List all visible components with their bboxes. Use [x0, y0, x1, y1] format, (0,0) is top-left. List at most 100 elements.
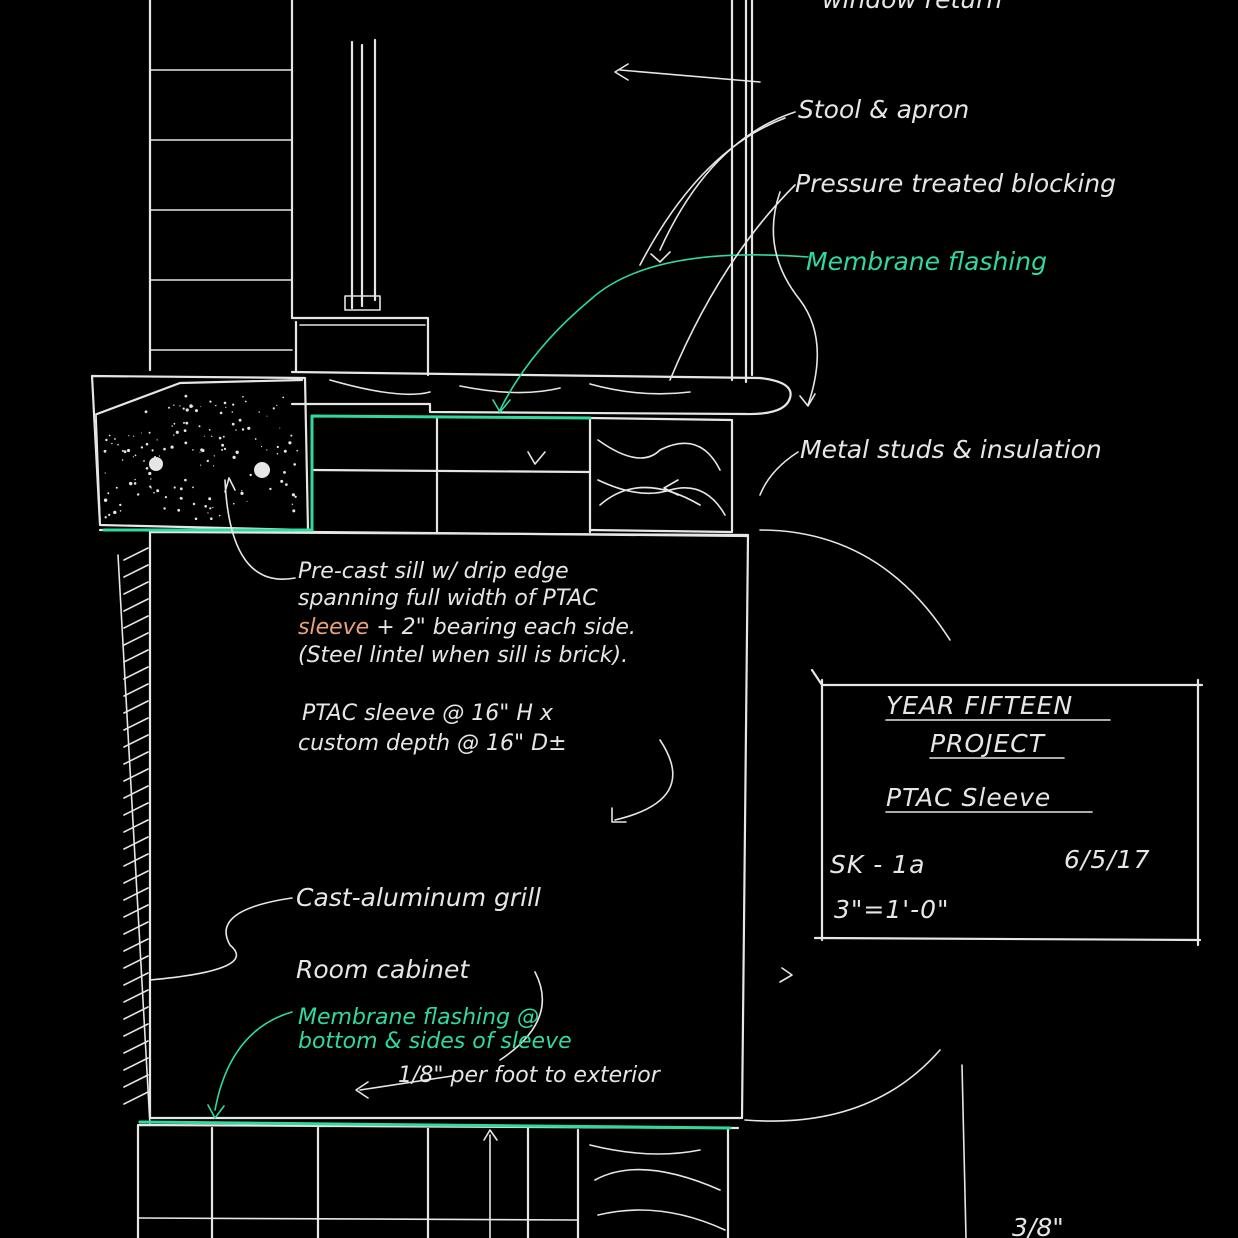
aggregate-dot — [148, 431, 151, 434]
aggregate-dot — [150, 478, 152, 480]
aggregate-dot — [219, 411, 223, 415]
title-date: 6/5/17 — [1064, 845, 1150, 874]
label-precast-line4: (Steel lintel when sill is brick). — [298, 643, 628, 668]
title-project-line2: PROJECT — [930, 729, 1046, 758]
grill-tooth — [123, 717, 149, 731]
aggregate-dot — [212, 506, 214, 509]
aggregate-dot — [249, 473, 252, 477]
aggregate-dot — [209, 507, 212, 510]
grill-tooth — [123, 1057, 149, 1071]
aggregate-dot — [200, 449, 204, 452]
aggregate-dot — [194, 517, 198, 521]
aggregate-dot — [233, 502, 235, 505]
aggregate-dot — [223, 447, 227, 450]
aggregate-dot — [177, 508, 181, 512]
aggregate-dot — [200, 406, 202, 408]
title-sheet-number: SK - 1a — [830, 850, 925, 879]
leader-lines — [149, 69, 951, 1238]
grill-tooth — [123, 802, 149, 816]
aggregate-dot — [132, 456, 134, 458]
aggregate-dot — [235, 429, 237, 431]
aggregate-dot — [103, 449, 107, 453]
grill-tooth — [123, 1006, 149, 1020]
aggregate-dot — [119, 503, 122, 507]
aggregate-dot — [156, 489, 160, 493]
label-membrane-bottom-line2: bottom & sides of sleeve — [298, 1029, 572, 1054]
aggregate-dot — [129, 481, 133, 486]
aggregate-dot — [121, 459, 124, 461]
aggregate-dot — [291, 493, 295, 497]
label-membrane-top: Membrane flashing — [806, 247, 1047, 276]
aggregate-dot — [198, 425, 201, 428]
aggregate-dot — [149, 485, 152, 488]
aggregate-dot — [240, 491, 244, 495]
label-membrane-bottom-line1: Membrane flashing @ — [298, 1005, 539, 1030]
aggregate-dot — [292, 509, 296, 513]
grill-tooth — [123, 870, 149, 884]
aggregate-dot — [283, 449, 287, 453]
aggregate-dot — [260, 445, 263, 448]
label-ptac-line2: custom depth @ 16" D± — [298, 731, 567, 756]
aggregate-dot — [232, 403, 235, 406]
aggregate-stone — [149, 457, 163, 471]
grill-tooth — [123, 1091, 149, 1105]
aggregate-dot — [288, 441, 292, 445]
grill-tooth — [123, 683, 149, 697]
aggregate-dot — [210, 517, 213, 520]
label-metal-studs: Metal studs & insulation — [800, 435, 1102, 464]
grill-tooth — [123, 598, 149, 612]
aggregate-dot — [199, 451, 201, 453]
aggregate-dot — [225, 406, 227, 408]
aggregate-dot — [148, 471, 152, 476]
label-precast-line3: sleeve + 2" bearing each side. — [298, 615, 636, 640]
label-grill: Cast-aluminum grill — [296, 883, 541, 912]
grill-tooth — [123, 955, 149, 969]
aggregate-dot — [173, 422, 176, 425]
grill-tooth — [123, 649, 149, 663]
aggregate-dot — [128, 435, 130, 437]
aggregate-dot — [170, 445, 174, 449]
aggregate-dot — [241, 428, 245, 431]
label-precast-sleeve: sleeve — [298, 615, 369, 640]
aggregate-dot — [105, 438, 108, 442]
aggregate-dot — [168, 406, 170, 409]
aggregate-dot — [266, 415, 268, 417]
grill-tooth — [123, 887, 149, 901]
aggregate-dot — [218, 436, 222, 440]
aggregate-dot — [140, 446, 144, 449]
annotations: window return Stool & apron Pressure tre… — [296, 0, 1116, 1238]
aggregate-dot — [113, 510, 117, 515]
grill-tooth — [123, 989, 149, 1003]
grill-tooth — [123, 785, 149, 799]
aggregate-dot — [156, 439, 158, 441]
aggregate-dot — [107, 492, 110, 495]
precast-aggregate — [103, 394, 299, 521]
aggregate-dot — [164, 496, 167, 499]
label-ptac-line1: PTAC sleeve @ 16" H x — [302, 701, 554, 726]
grill-tooth — [123, 921, 149, 935]
aggregate-dot — [183, 429, 187, 432]
aggregate-dot — [108, 434, 111, 437]
aggregate-dot — [279, 427, 281, 429]
aggregate-dot — [173, 404, 175, 406]
aggregate-dot — [241, 490, 243, 492]
aggregate-dot — [222, 435, 225, 438]
aggregate-dot — [173, 434, 175, 436]
title-block: YEAR FIFTEEN PROJECT PTAC Sleeve SK - 1a… — [830, 691, 1150, 924]
aggregate-dot — [213, 455, 215, 457]
aggregate-dot — [179, 496, 183, 500]
grill-tooth — [123, 666, 149, 680]
aggregate-dot — [291, 503, 294, 505]
aggregate-dot — [209, 400, 212, 403]
aggregate-dot — [208, 497, 212, 501]
grill-tooth — [123, 615, 149, 629]
aggregate-dot — [254, 438, 257, 440]
aggregate-dot — [204, 505, 207, 508]
aggregate-dot — [115, 486, 118, 489]
aggregate-dot — [163, 447, 166, 451]
aggregate-stone — [254, 462, 270, 478]
aggregate-dot — [134, 454, 137, 457]
label-precast-bearing: + 2" bearing each side. — [369, 615, 636, 640]
label-slope: 1/8" per foot to exterior — [398, 1063, 662, 1088]
